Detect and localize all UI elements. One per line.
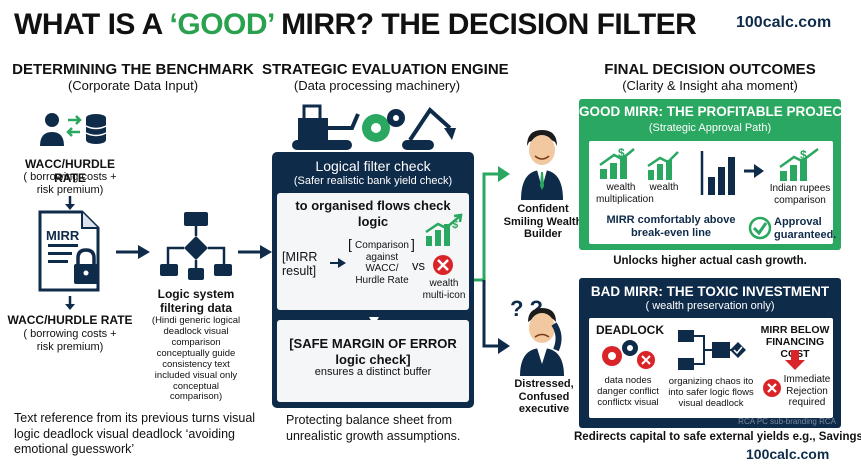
arrow-into-engine-icon [238,245,272,259]
arrow-down-icon-2 [65,296,75,310]
confident-label: Confident Smiling Wealth Builder [503,203,583,241]
good-item2: wealth [649,182,679,193]
title-part1: WHAT IS A [14,8,170,41]
arrow-right-small-icon [330,258,346,268]
engine-panel-title: Logical filter check [315,158,431,174]
good-title: GOOD MIRR: THE PROFITABLE PROJECT [579,104,851,119]
brand-bottom: 100calc.com [746,446,830,462]
title-part2: MIRR? THE DECISION FILTER [273,8,697,41]
engine-subheading: (Data processing machinery) [293,78,461,93]
growth-chart-icon: $ [425,213,463,246]
engine-panel-subtitle: (Safer realistic bank yield check) [293,175,453,187]
distressed-person-icon [520,308,564,376]
benchmark-subheading: (Corporate Data Input) [67,78,199,93]
bad-subtitle: ( wealth preservation only) [645,300,775,312]
arrow-right-icon [116,245,150,259]
bad-nodes: data nodes danger conflict conflictx vis… [597,375,659,408]
good-item3: Indian rupees comparison [769,183,831,206]
arrow-down-icon [65,196,75,210]
wacc-top-desc: ( borrowing costs + risk premium) [23,171,117,196]
rejection-x-icon [763,379,781,397]
title-highlight: ‘GOOD’ [169,8,274,41]
benchmark-footer-note: Text reference from its previous turns v… [14,411,256,457]
bracket-right: ] [411,236,415,252]
confident-person-icon [521,130,563,200]
bad-title: BAD MIRR: THE TOXIC INVESTMENT [590,284,830,299]
bad-organizing: organizing chaos ito into safer logic fl… [668,376,754,409]
doc-label: MIRR [46,228,80,243]
branch-arrows [474,166,510,354]
bar-compare-icon [700,151,764,195]
good-approval: Approval guaranteed. [774,216,837,241]
bad-inner-card [589,318,833,418]
vs-label: vs [412,258,425,273]
mirr-result: [MIRR result] [282,250,318,279]
bad-deadlock: DEADLOCK [596,323,664,337]
wacc-top-title: WACC/HURDLE RATE [25,157,115,185]
main-title: WHAT IS A ‘GOOD’ MIRR? THE DECISION FILT… [14,8,697,42]
good-subtitle: (Strategic Approval Path) [648,122,772,134]
outcomes-heading: FINAL DECISION OUTCOMES [604,61,816,78]
logic-title: Logic system filtering data [157,287,235,316]
good-statement: MIRR comfortably above break-even line [606,214,736,240]
conflict-gears-icon [602,340,655,369]
organizing-flow-icon [678,330,746,370]
good-item1: wealth multiplication [596,182,654,205]
down-arrow-red-icon [785,350,805,370]
margin-title: [SAFE MARGIN OF ERROR logic check] [289,336,457,367]
wacc-bottom-desc: ( borrowing costs + risk premium) [23,328,117,353]
flowchart-icon [160,212,232,280]
filter-card-title: to organised flows check logic [295,198,451,229]
benchmark-heading: DETERMINING THE BENCHMARK [12,61,254,78]
wealth-icon-label: wealth multi-icon [422,278,466,301]
good-footer: Unlocks higher actual cash growth. [613,255,807,267]
filter-card [277,193,469,310]
bad-rejection: Immediate Rejection required [783,374,831,408]
svg-text:$: $ [800,148,807,162]
approval-check-icon [748,216,772,240]
reject-x-icon [433,255,453,275]
wacc-bottom-title: WACC/HURDLE RATE [7,313,133,327]
machinery-icon [292,104,456,150]
comparison-text: Comparison against WACC/ Hurdle Rate [355,240,409,286]
bracket-left: [ [348,236,352,252]
logic-desc: (Hindi generic logical deadlock visual c… [151,315,241,403]
svg-text:$: $ [452,219,458,231]
wealth-growth-icon-2 [647,151,679,180]
mirr-document-icon [38,210,100,292]
bad-watermark: RCA PC sub-branding RCA [738,417,836,426]
engine-footer-note: Protecting balance sheet from unrealisti… [286,413,461,443]
mirr-result-text: MIRR result [282,250,318,279]
rupee-growth-icon: $ [779,148,819,181]
outcomes-subheading: (Clarity & Insight aha moment) [622,78,798,93]
person-database-icon [40,113,107,146]
distressed-label: Distressed, Confused executive [514,378,574,416]
wealth-growth-icon-1: $ [599,146,635,179]
engine-heading: STRATEGIC EVALUATION ENGINE [262,61,509,78]
brand-top: 100calc.com [736,14,832,31]
bad-footer: Redirects capital to safe external yield… [574,431,861,443]
svg-text:$: $ [618,146,625,160]
margin-card [277,320,469,402]
margin-desc: ensures a distinct buffer [314,366,432,378]
